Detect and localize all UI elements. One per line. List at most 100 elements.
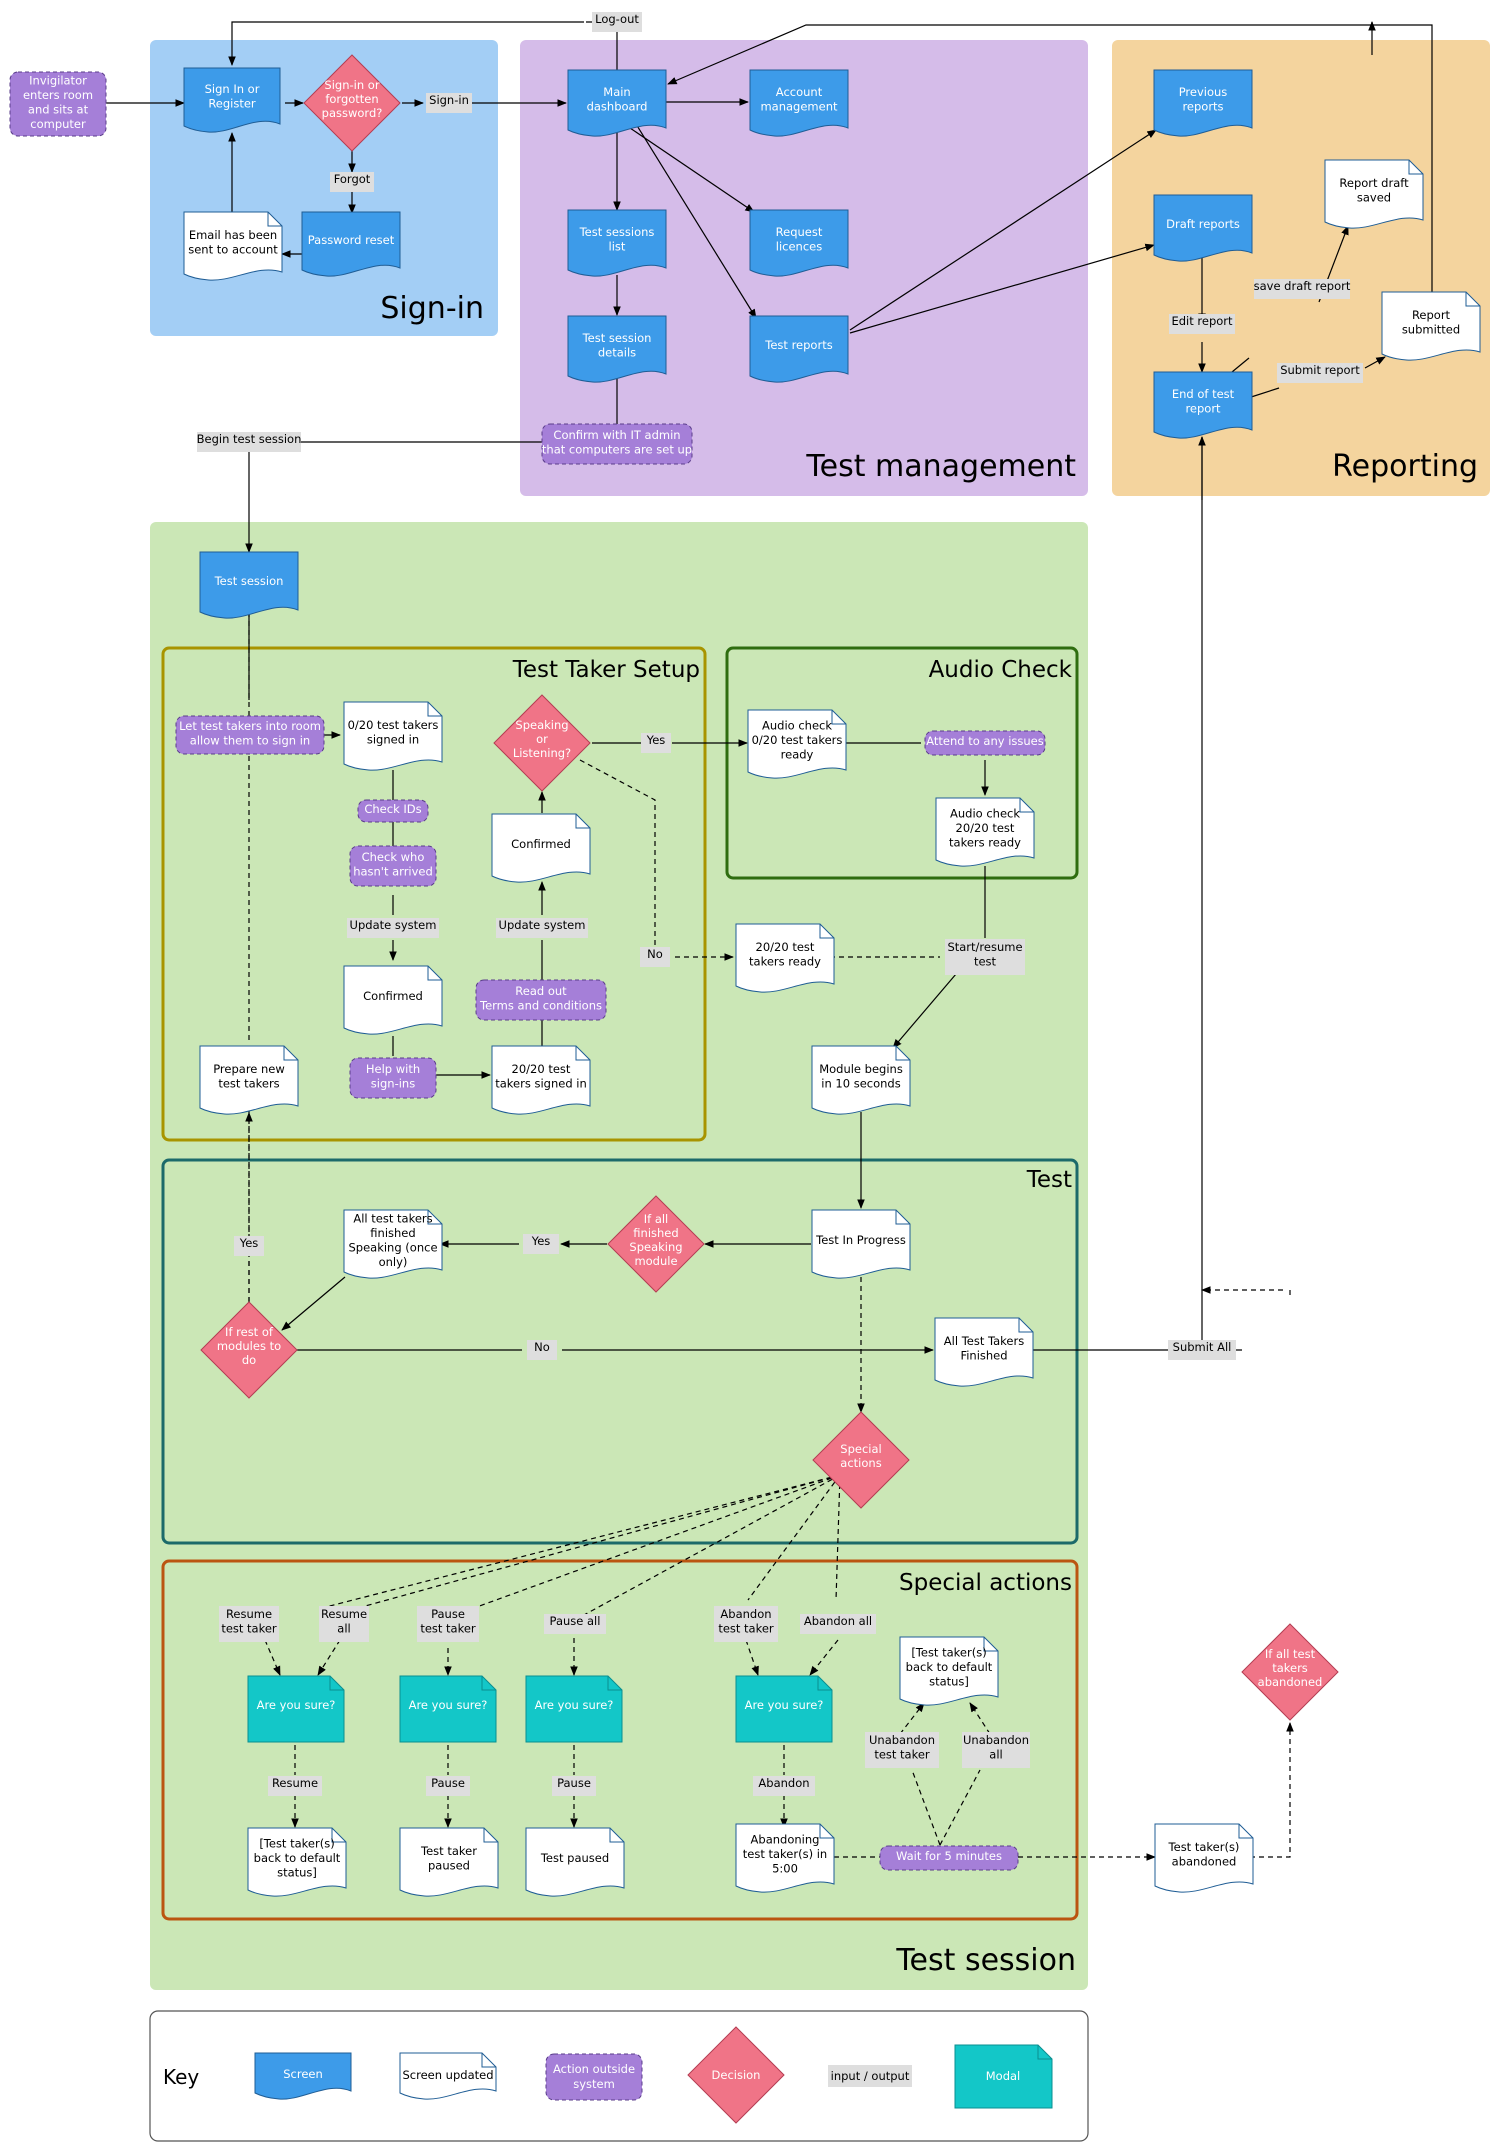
node-text: Abandoning <box>751 1833 820 1847</box>
node-text: Are you sure? <box>409 1698 488 1712</box>
node-text: Abandon <box>720 1607 771 1621</box>
node-text: abandoned <box>1258 1675 1323 1689</box>
modal-sure_1[interactable]: Are you sure? <box>247 1675 345 1743</box>
node-text: report <box>1185 401 1221 415</box>
node-text: Edit report <box>1171 314 1233 328</box>
node-text: details <box>598 345 636 359</box>
node-text: test taker <box>718 1621 774 1635</box>
node-text: 20/20 test <box>512 1062 571 1076</box>
modal-sure_2[interactable]: Are you sure? <box>399 1675 497 1743</box>
legend-screen-label: Screen <box>283 2067 323 2081</box>
node-text: Sign-in or <box>324 78 379 92</box>
node-text: Wait for 5 minutes <box>896 1849 1002 1863</box>
node-text: ready <box>781 748 814 762</box>
io-label-submit_report: Submit report <box>1277 363 1363 383</box>
node-text: test taker <box>420 1621 476 1635</box>
screen-test_reports[interactable]: Test reports <box>749 315 849 383</box>
flow-connector <box>635 123 757 319</box>
modal-sure_4[interactable]: Are you sure? <box>735 1675 833 1743</box>
node-text: finished <box>370 1226 415 1240</box>
flow-connector <box>1201 437 1242 1351</box>
node-text: Resume <box>272 1776 318 1790</box>
screen-test_session_screen[interactable]: Test session <box>199 551 299 619</box>
updated-screen-test_paused[interactable]: Test paused <box>525 1827 625 1897</box>
node-text: Test In Progress <box>815 1233 906 1247</box>
node-text: do <box>242 1353 256 1367</box>
node-text: Confirm with IT admin <box>553 428 680 442</box>
node-text: only) <box>379 1255 408 1269</box>
legend-modal-label: Modal <box>986 2069 1021 2083</box>
node-text: Let test takers into room <box>179 719 321 733</box>
screen-draft_reports[interactable]: Draft reports <box>1153 194 1253 262</box>
node-text: Sign In or <box>205 82 260 96</box>
node-text: Invigilator <box>29 73 87 87</box>
flow-connector <box>317 1639 341 1676</box>
node-text: End of test <box>1172 387 1235 401</box>
updated-screen-taker_abandoned[interactable]: Test taker(s)abandoned <box>1154 1823 1254 1893</box>
node-text: Resume <box>321 1607 367 1621</box>
node-text: reports <box>1182 99 1223 113</box>
io-label-logout: Log-out <box>592 12 642 32</box>
node-text: takers ready <box>949 836 1021 850</box>
node-text: Speaking <box>629 1240 682 1254</box>
node-text: all <box>989 1747 1002 1761</box>
screen-password_reset[interactable]: Password reset <box>301 211 401 277</box>
node-text: sent to account <box>188 242 278 256</box>
node-text: sign-ins <box>371 1076 415 1090</box>
updated-screen-confirmed_2[interactable]: Confirmed <box>491 813 591 883</box>
node-text: takers ready <box>749 954 821 968</box>
io-label-no_rest: No <box>527 1340 557 1360</box>
node-text: forgotten <box>325 92 378 106</box>
modal-sure_3[interactable]: Are you sure? <box>525 1675 623 1743</box>
flow-connector <box>357 1474 841 1609</box>
flow-connector <box>969 1702 991 1735</box>
flow-connector <box>1247 387 1280 399</box>
node-text: Test sessions <box>579 225 655 239</box>
node-text: that computers are set up <box>542 442 692 456</box>
node-text: Are you sure? <box>535 1698 614 1712</box>
updated-screen-confirmed_1[interactable]: Confirmed <box>343 965 443 1035</box>
node-text: Forgot <box>334 172 371 186</box>
node-text: allow them to sign in <box>190 733 310 747</box>
updated-screen-test_in_progress[interactable]: Test In Progress <box>811 1209 911 1279</box>
action-wait_5: Wait for 5 minutes <box>879 1845 1019 1871</box>
node-text: All test takers <box>353 1211 432 1225</box>
node-text: Test paused <box>540 1851 609 1865</box>
node-text: Abandon <box>758 1776 809 1790</box>
